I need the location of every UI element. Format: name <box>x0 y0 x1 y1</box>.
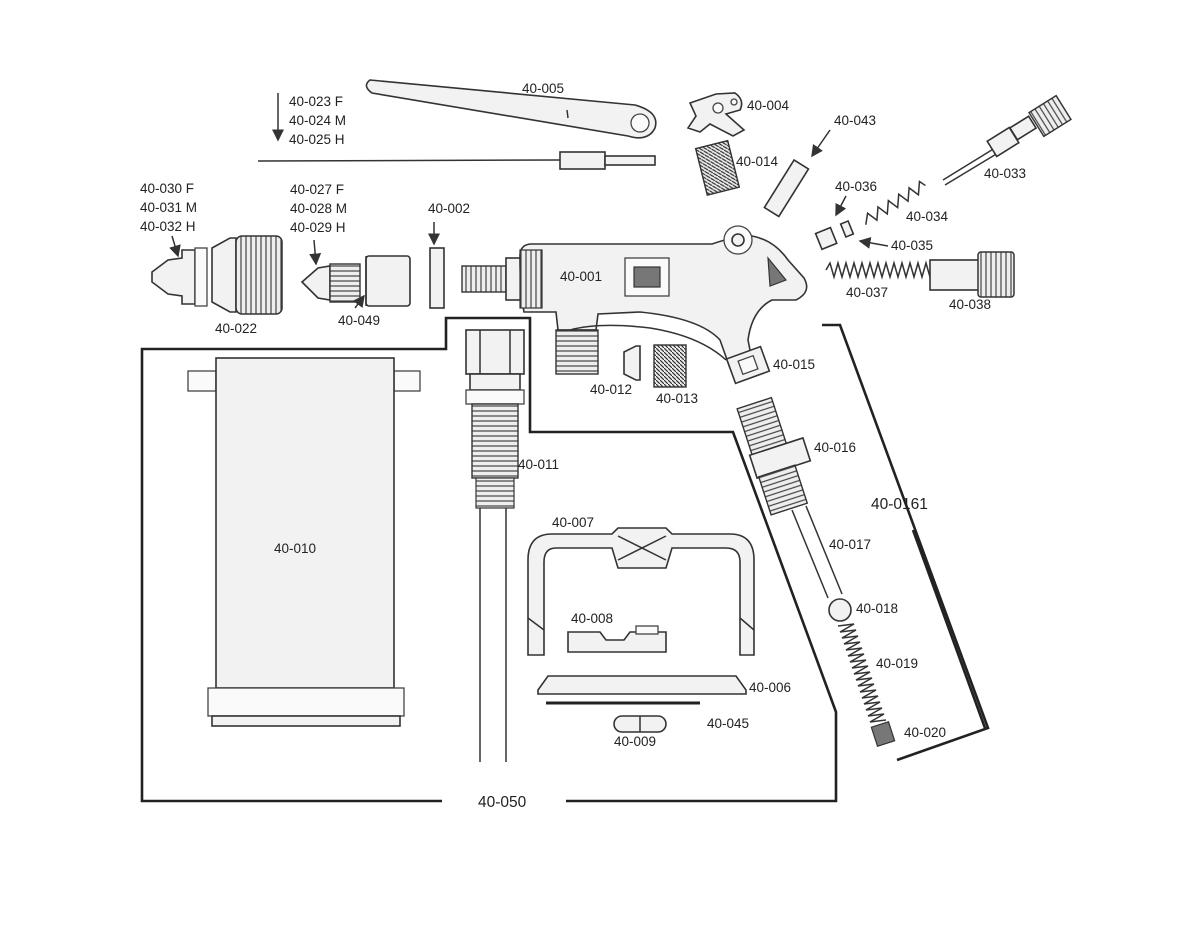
kit-frame-40-0161 <box>822 323 990 762</box>
needle-40-023 <box>257 93 656 170</box>
lid-40-006 <box>537 675 747 705</box>
label-40-013: 40-013 <box>656 391 698 406</box>
label-40-024: 40-024 M <box>289 113 346 128</box>
label-40-011: 40-011 <box>518 457 559 472</box>
seal-40-049 <box>352 255 411 309</box>
label-40-035: 40-035 <box>891 238 933 253</box>
label-40-027: 40-027 F <box>290 182 344 197</box>
siphon-tube-40-011 <box>465 329 525 762</box>
label-40-029: 40-029 H <box>290 220 346 235</box>
jar-40-010 <box>187 357 421 727</box>
label-40-002: 40-002 <box>428 201 470 216</box>
label-40-033: 40-033 <box>984 166 1026 181</box>
label-40-010: 40-010 <box>274 541 316 556</box>
label-40-007: 40-007 <box>552 515 594 530</box>
washers-40-009 <box>613 715 667 733</box>
label-40-015: 40-015 <box>773 357 815 372</box>
spring-40-037 <box>825 260 943 280</box>
label-40-037: 40-037 <box>846 285 888 300</box>
label-40-014: 40-014 <box>736 154 779 169</box>
label-40-025: 40-025 H <box>289 132 345 147</box>
label-40-012: 40-012 <box>590 382 632 397</box>
label-40-043: 40-043 <box>834 113 876 128</box>
spring-40-014 <box>694 139 741 197</box>
pointer-40-035 <box>858 236 889 249</box>
label-40-005: 40-005 <box>522 81 564 96</box>
trigger-40-004 <box>686 92 746 137</box>
pin-40-043 <box>763 129 831 218</box>
fitting <box>461 257 523 301</box>
tube-40-017 <box>791 505 843 599</box>
label-40-028: 40-028 M <box>290 201 347 216</box>
trigger-lever-40-005 <box>365 79 657 139</box>
label-40-017: 40-017 <box>829 537 871 552</box>
label-40-008: 40-008 <box>571 611 613 626</box>
valve-stem-40-033 <box>942 94 1072 186</box>
label-40-050: 40-050 <box>478 794 527 811</box>
spring-40-019 <box>837 623 887 723</box>
cap-40-038 <box>929 251 1015 298</box>
nozzle-40-027 <box>300 239 361 303</box>
label-40-004: 40-004 <box>747 98 790 113</box>
label-40-009: 40-009 <box>614 734 656 749</box>
label-40-034: 40-034 <box>906 209 949 224</box>
seal-40-036 <box>814 195 855 251</box>
retainer-ring-40-022 <box>211 235 283 315</box>
label-40-045: 40-045 <box>707 716 749 731</box>
label-40-020: 40-020 <box>904 725 946 740</box>
label-40-030: 40-030 F <box>140 181 194 196</box>
label-40-049: 40-049 <box>338 313 380 328</box>
label-40-032: 40-032 H <box>140 219 196 234</box>
kit-frame-40-0161-side <box>911 529 987 729</box>
label-40-019: 40-019 <box>876 656 918 671</box>
bracket-40-007 <box>527 527 755 656</box>
gasket-40-002 <box>428 222 445 309</box>
plug-40-020 <box>870 720 896 748</box>
label-40-001: 40-001 <box>560 269 602 284</box>
filter-40-013 <box>653 344 687 388</box>
label-40-016: 40-016 <box>814 440 856 455</box>
label-40-036: 40-036 <box>835 179 877 194</box>
label-40-023: 40-023 F <box>289 94 343 109</box>
label-40-038: 40-038 <box>949 297 991 312</box>
gun-body-40-001 <box>519 225 808 375</box>
kit-frame-40-050 <box>140 316 838 803</box>
label-40-031: 40-031 M <box>140 200 197 215</box>
label-40-0161: 40-0161 <box>871 496 928 513</box>
ball-40-018 <box>828 598 852 622</box>
label-40-018: 40-018 <box>856 601 898 616</box>
spring-40-034 <box>865 180 926 225</box>
label-40-006: 40-006 <box>749 680 791 695</box>
coupling-40-016 <box>736 396 812 516</box>
nut-40-015 <box>725 345 771 385</box>
check-valve-40-012 <box>623 345 641 381</box>
label-40-022: 40-022 <box>215 321 257 336</box>
air-cap-40-030 <box>151 235 208 307</box>
clip-40-008 <box>567 625 667 653</box>
